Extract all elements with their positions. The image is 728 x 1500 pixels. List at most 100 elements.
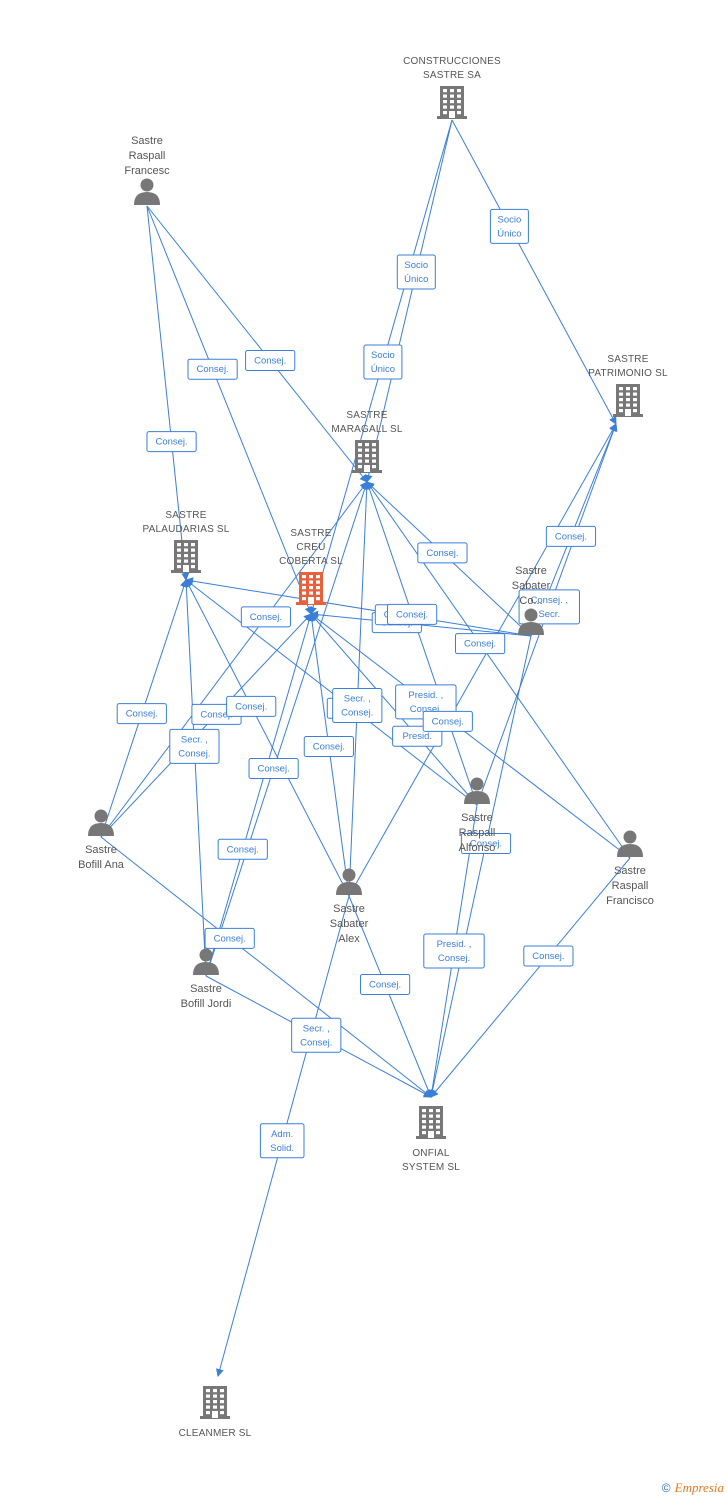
company-name: SASTRE <box>165 510 206 521</box>
edge-label[interactable]: Consej. <box>204 927 255 949</box>
company-name: CONSTRUCCIONES <box>403 56 501 67</box>
edge-label-text: Consej. <box>214 933 246 944</box>
person-icon[interactable] <box>336 868 362 896</box>
edge-label-box <box>226 695 277 717</box>
edge-label[interactable]: Consej. <box>187 358 238 380</box>
company-name: SASTRE SA <box>423 70 481 81</box>
person-icon[interactable] <box>518 608 544 636</box>
edge-label-text: Secr. , <box>344 694 371 705</box>
edge-label[interactable]: Presid. ,Consej. <box>423 933 485 969</box>
edge-label[interactable]: Consej. <box>245 350 296 372</box>
person-icon[interactable] <box>134 178 160 206</box>
edge-alfonso-palaudarias <box>185 579 478 806</box>
edge-construcciones-patrimonio <box>451 119 617 425</box>
edge-ana-creu <box>100 613 312 838</box>
edge-label[interactable]: Consej. <box>454 633 506 655</box>
edge-label[interactable]: Consej. <box>359 973 411 995</box>
edge-label[interactable]: Consej. <box>417 542 468 564</box>
building-icon[interactable] <box>352 440 382 473</box>
person-icon[interactable] <box>88 809 114 837</box>
edge-label-box <box>169 728 220 764</box>
edge-label-box <box>332 688 383 724</box>
copyright-symbol: © <box>661 1481 671 1495</box>
edge-label[interactable]: Consej. <box>422 710 473 732</box>
edge-label[interactable]: Consej. <box>248 758 299 780</box>
edge-francesc-creu <box>146 205 313 615</box>
edge-label-text: Consej. <box>155 437 187 448</box>
edge-label[interactable]: Consej. <box>146 431 197 453</box>
edge-alfonso-maragall <box>365 481 478 806</box>
building-icon[interactable] <box>613 384 643 417</box>
edge-alfonso-creu <box>310 613 478 806</box>
edge-label-text: Consej. <box>235 701 267 712</box>
edge-francisco-creu <box>310 613 631 859</box>
edge-label[interactable]: Consej. <box>387 603 438 625</box>
edge-francesc-palaudarias <box>146 205 190 581</box>
edge-label-text: Consej. <box>432 716 464 727</box>
edge-label[interactable]: Consej. <box>217 838 268 860</box>
building-icon[interactable] <box>437 86 467 119</box>
person-icon[interactable] <box>464 777 490 805</box>
person-name: Bofill Jordi <box>181 998 232 1010</box>
edge-label-box <box>217 838 268 860</box>
edge-label-text: Socio <box>404 260 428 271</box>
edge-label[interactable]: Consej. <box>240 606 292 628</box>
building-icon[interactable] <box>171 540 201 573</box>
person-name: Sastre <box>131 135 163 147</box>
edge-jordi-maragall <box>205 481 369 977</box>
brand-logo[interactable]: Empresia <box>674 1480 724 1495</box>
node-sabater_co[interactable]: SastreSabaterCo... <box>512 565 551 635</box>
edge-label[interactable]: Secr. ,Consej. <box>332 688 383 724</box>
edge-label[interactable]: Consej. <box>545 525 597 547</box>
edge-label[interactable]: Secr. ,Consej. <box>291 1017 342 1053</box>
node-cleanmer[interactable]: CLEANMER SL <box>179 1386 252 1439</box>
edge-label[interactable]: Secr. ,Consej. <box>169 728 220 764</box>
person-name: Sastre <box>190 983 222 995</box>
edge-alex-patrimonio <box>348 423 617 897</box>
edge-label-text: Consej. <box>313 742 345 753</box>
building-icon[interactable] <box>296 572 326 605</box>
edge-label-text: Consej. <box>227 844 259 855</box>
edge-label-text: Consej. <box>300 1037 332 1048</box>
person-name: Sabater <box>512 580 551 592</box>
edge-label-text: Consej. <box>470 838 502 849</box>
node-construcciones[interactable]: CONSTRUCCIONES SASTRE SA <box>403 56 501 119</box>
edge-label[interactable]: Consej. <box>226 695 277 717</box>
edge-label-box <box>423 933 485 969</box>
edge-label-box <box>248 758 299 780</box>
person-icon[interactable] <box>617 830 643 858</box>
building-icon[interactable] <box>416 1106 446 1139</box>
company-name: CREU <box>296 542 325 553</box>
edge-francisco-onfial <box>430 857 631 1098</box>
edge-label-box <box>422 710 473 732</box>
edge-label[interactable]: Consej. <box>460 832 512 854</box>
edge-label-text: Consej. <box>532 951 564 962</box>
edge-jordi-palaudarias <box>182 579 207 977</box>
edge-label[interactable]: Adm.Solid. <box>259 1123 305 1159</box>
edge-label[interactable]: Consej. <box>523 945 574 967</box>
edge-label[interactable]: Consej. <box>303 736 354 758</box>
edge-label-box <box>245 350 296 372</box>
person-icon[interactable] <box>193 948 219 976</box>
edge-label-box <box>187 358 238 380</box>
edge-label[interactable]: Consej. <box>116 703 167 725</box>
building-icon[interactable] <box>200 1386 230 1419</box>
person-name: Sastre <box>461 812 493 824</box>
edge-ana-maragall <box>100 481 368 838</box>
edge-label-text: Consej. <box>196 364 228 375</box>
